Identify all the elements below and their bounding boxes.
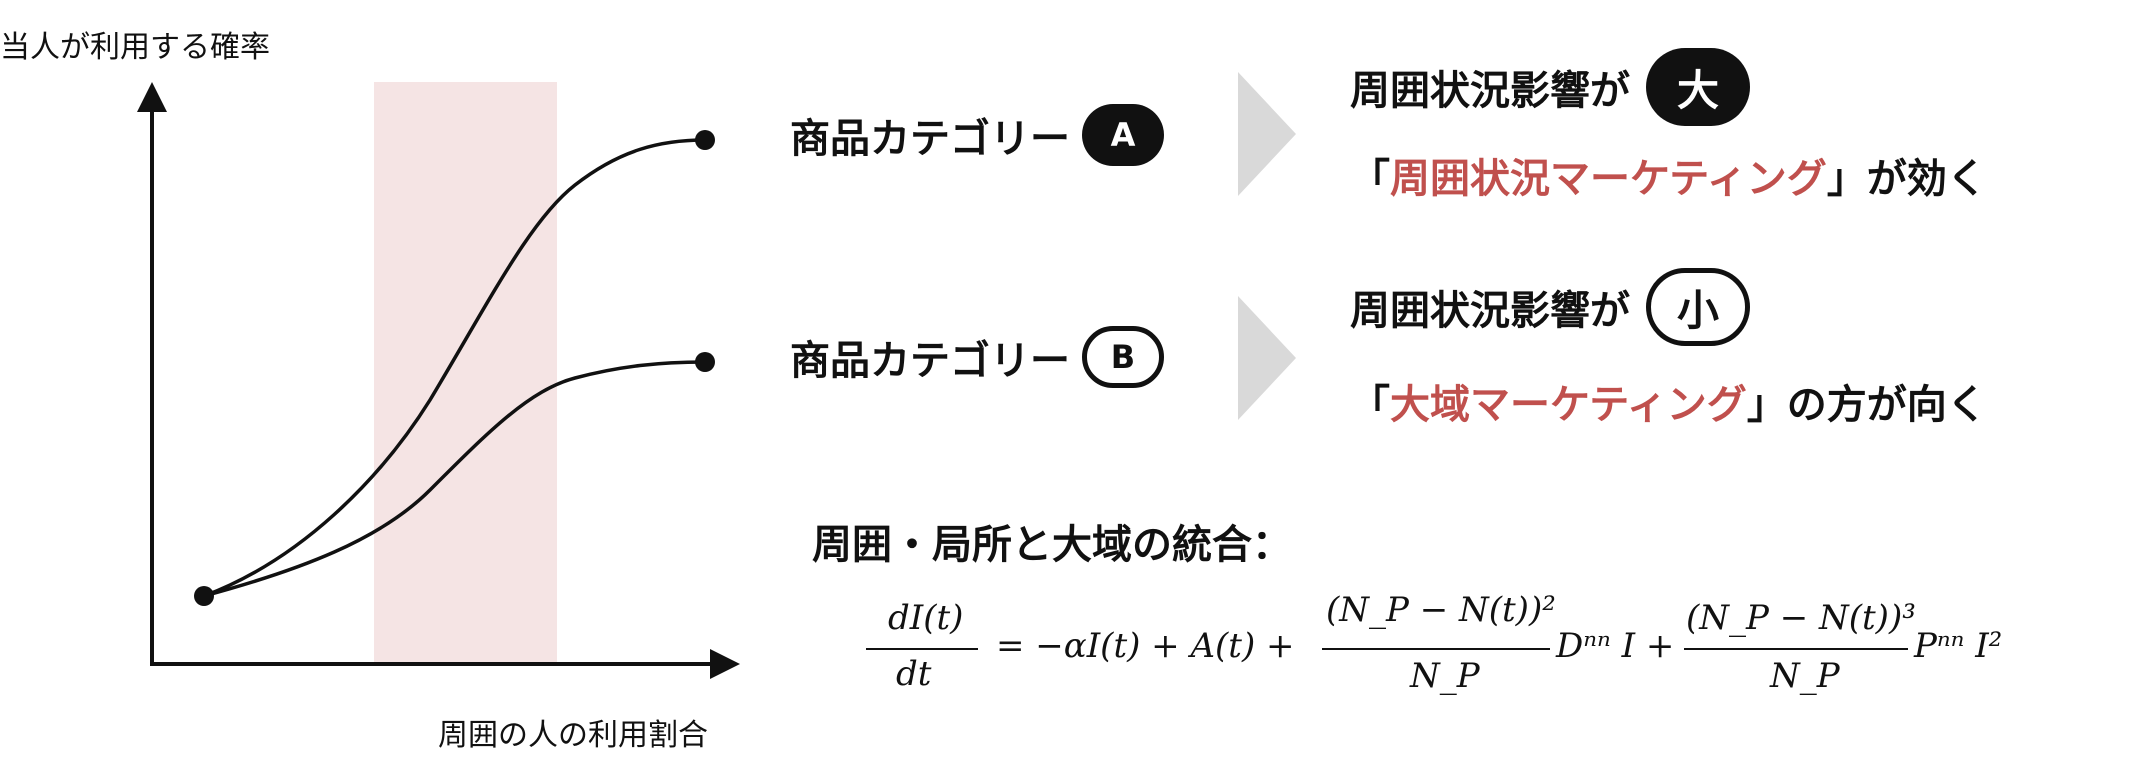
equation-term-2: Dⁿⁿ I + [1556,626,1675,666]
effect-a-text: 周囲状況影響が [1350,68,1630,114]
curve-category-a [203,138,706,598]
category-a-label: 商品カテゴリー A [790,104,1164,166]
rec-a-highlight: 周囲状況マーケティング [1390,156,1827,202]
recommendation-a: 「周囲状況マーケティング」が効く [1350,146,1987,204]
category-b-label: 商品カテゴリー B [790,326,1164,388]
rec-b-highlight: 大域マーケティング [1390,382,1747,428]
category-b-text: 商品カテゴリー [790,338,1070,384]
fraction-2-numerator: (N_P − N(t))² [1326,590,1556,630]
arrow-a-icon [1238,72,1296,196]
lhs-denominator: dt [896,654,932,694]
lhs-numerator: dI(t) [888,598,964,638]
fraction-2-denominator: N_P [1410,656,1480,696]
recommendation-b: 「大域マーケティング」の方が向く [1350,372,1987,430]
curve-category-b [203,360,706,598]
x-axis-arrowhead [710,649,740,679]
fraction-3-line [1684,648,1908,650]
equation-term-3: Pⁿⁿ I² [1914,626,2003,666]
category-b-badge: B [1082,326,1164,388]
fraction-3-denominator: N_P [1770,656,1840,696]
highlight-band [374,82,557,662]
category-a-badge: A [1082,104,1164,166]
rec-a-close: 」が効く [1826,156,1987,202]
effect-b-badge: 小 [1646,268,1750,346]
start-point [194,586,214,606]
rec-a-open: 「 [1350,156,1390,202]
probability-curve-plot [137,82,740,679]
fraction-3-numerator: (N_P − N(t))³ [1686,598,1916,638]
effect-a: 周囲状況影響が 大 [1350,48,1750,126]
end-point-category-a [695,130,715,150]
y-axis-label: 当人が利用する確率 [0,30,270,65]
end-point-category-b [695,352,715,372]
integration-title: 周囲・局所と大域の統合： [812,522,1292,568]
effect-b-text: 周囲状況影響が [1350,288,1630,334]
lhs-fraction-line [866,648,978,650]
category-a-text: 商品カテゴリー [790,116,1070,162]
effect-b: 周囲状況影響が 小 [1350,268,1750,346]
arrow-b-icon [1238,296,1296,420]
rec-b-close: 」の方が向く [1746,382,1987,428]
effect-a-badge: 大 [1646,48,1750,126]
fraction-2-line [1322,648,1550,650]
x-axis-label: 周囲の人の利用割合 [438,718,708,753]
equation-term-1: = −αI(t) + A(t) + [996,626,1295,666]
y-axis-arrowhead [137,82,167,112]
rec-b-open: 「 [1350,382,1390,428]
